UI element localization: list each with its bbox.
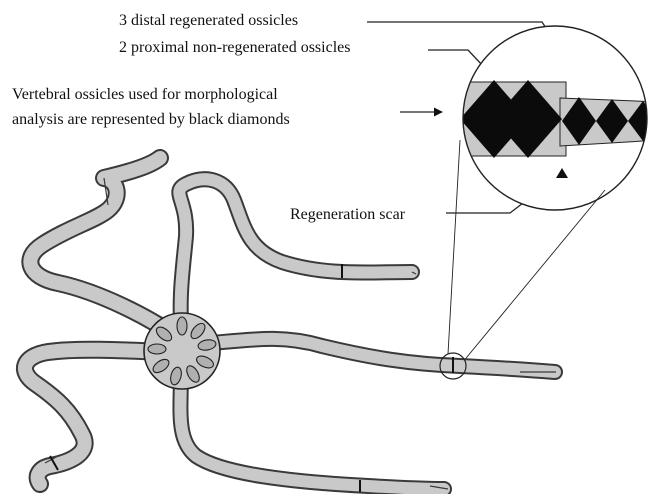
- vertebral-ossicles-label-line1: Vertebral ossicles used for morphologica…: [12, 86, 278, 103]
- magnified-arm-view: [458, 26, 650, 210]
- disc-plate: [177, 317, 187, 335]
- vertebral-ossicles-label-line2: analysis are represented by black diamon…: [12, 111, 290, 128]
- arm-outline-top-center: [179, 179, 412, 330]
- proximal-ossicles-label: 2 proximal non-regenerated ossicles: [119, 39, 350, 56]
- disc-plate: [148, 344, 166, 354]
- regeneration-scar-label: Regeneration scar: [290, 206, 406, 223]
- central-disc: [144, 313, 220, 389]
- distal-ossicles-label: 3 distal regenerated ossicles: [119, 12, 298, 29]
